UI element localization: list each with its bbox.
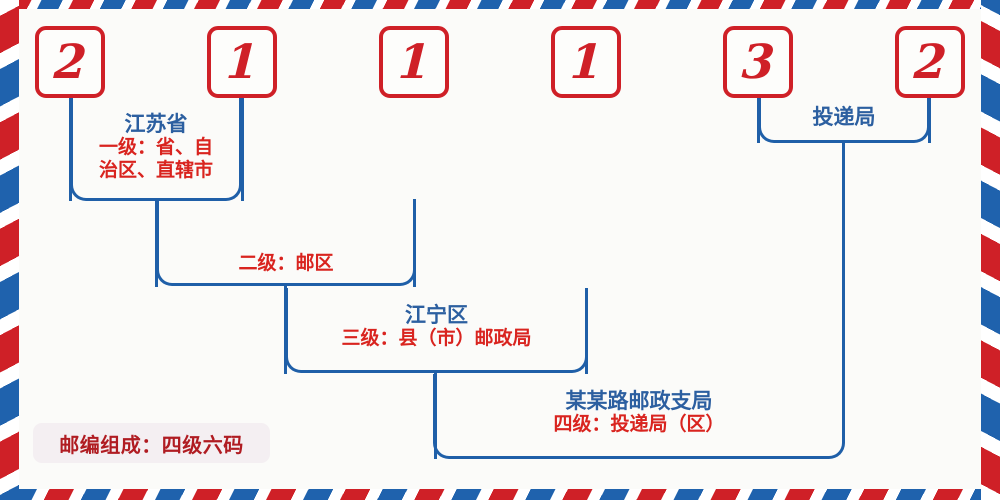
digit-box-3[interactable]: 1: [379, 26, 449, 98]
level-1-title: 江苏省: [124, 111, 188, 136]
level-2-label-group: 二级：邮区: [156, 252, 416, 275]
legend-text: 邮编组成：四级六码: [59, 432, 244, 457]
level-4-title: 某某路邮政支局: [565, 388, 713, 413]
digit-value-6: 2: [912, 34, 948, 90]
stem-level2-to-level3: [284, 284, 287, 374]
airmail-border-left: [0, 0, 19, 500]
level-4-subtitle: 四级：投递局（区）: [553, 412, 725, 435]
digit-box-2[interactable]: 1: [207, 26, 277, 98]
airmail-border-top: [0, 0, 1000, 9]
legend-badge: 邮编组成：四级六码: [33, 423, 270, 463]
stem-level3-to-level4: [434, 371, 437, 459]
digit-box-6[interactable]: 2: [895, 26, 965, 98]
airmail-border-right: [981, 0, 1000, 500]
delivery-office-label-group: 投递局: [758, 105, 930, 129]
stem-level1-to-level2: [155, 199, 158, 287]
drop-digit-4-right: [585, 288, 588, 374]
digit-value-3: 1: [396, 34, 432, 90]
drop-digit-2-right: [241, 97, 244, 201]
level-3-label-group: 江宁区 三级：县（市）邮政局: [285, 303, 588, 350]
stem-delivery-office-to-level4: [842, 141, 845, 375]
level-4-label-group: 某某路邮政支局 四级：投递局（区）: [433, 389, 845, 436]
level-2-subtitle: 二级：邮区: [238, 252, 334, 274]
drop-digit-3-right: [413, 199, 416, 287]
digit-value-5: 3: [740, 34, 776, 90]
digit-value-4: 1: [568, 34, 604, 90]
drop-digit-1-left: [69, 97, 72, 201]
level-1-subtitle: 一级：省、自 治区、直辖市: [98, 135, 213, 182]
delivery-office-title: 投递局: [812, 104, 876, 129]
digit-value-1: 2: [52, 34, 88, 90]
drop-digit-6-right: [928, 97, 931, 143]
digit-value-2: 1: [224, 34, 260, 90]
level-3-subtitle: 三级：县（市）邮政局: [341, 326, 532, 349]
airmail-border-bottom: [0, 489, 1000, 500]
level-1-label-group: 江苏省 一级：省、自 治区、直辖市: [70, 112, 242, 182]
drop-digit-5-left: [757, 97, 760, 143]
digit-box-5[interactable]: 3: [723, 26, 793, 98]
digit-box-4[interactable]: 1: [551, 26, 621, 98]
digit-box-1[interactable]: 2: [35, 26, 105, 98]
level-3-title: 江宁区: [405, 302, 468, 327]
